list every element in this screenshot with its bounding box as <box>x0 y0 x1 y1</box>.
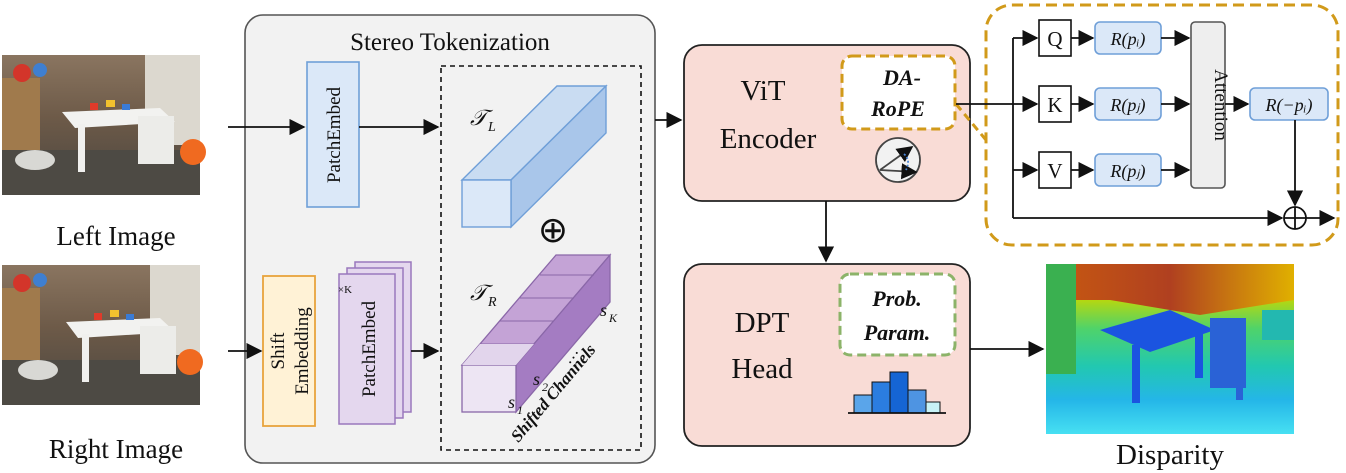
attention-label: Attention <box>1210 69 1231 141</box>
rope-output-box <box>1249 87 1329 121</box>
shift-sk-sub: K <box>608 311 618 325</box>
token-cuboid-left <box>460 84 608 229</box>
right-image-label: Right Image <box>49 434 183 464</box>
rope-query-label: R(pᵢ) <box>1110 29 1146 50</box>
patch-embed-left-label: PatchEmbed <box>324 86 345 183</box>
shift-s1-label: s <box>508 392 515 412</box>
vit-encoder-line2: Encoder <box>720 123 817 155</box>
residual-add-icon <box>1283 206 1307 230</box>
right-image <box>2 265 203 405</box>
histogram-icon <box>848 371 946 414</box>
token-dashed-box <box>440 65 642 451</box>
query-box <box>1038 19 1072 57</box>
prob-param-box <box>838 272 957 357</box>
stack-count-label: ×K <box>338 284 352 296</box>
shift-sk-label: s <box>600 300 607 320</box>
dpt-head-line1: DPT <box>735 307 790 339</box>
tau-r-sub: R <box>487 295 497 310</box>
prob-param-line1: Prob. <box>871 286 922 311</box>
value-box <box>1038 151 1072 189</box>
rope-output-label: R(−pᵢ) <box>1265 95 1313 116</box>
value-label: V <box>1047 159 1062 183</box>
stereo-tokenization-title: Stereo Tokenization <box>350 29 550 56</box>
tau-l-sub: L <box>487 120 496 135</box>
key-box <box>1038 85 1072 123</box>
query-label: Q <box>1047 27 1062 51</box>
shift-s2-label: s <box>533 369 540 389</box>
patch-embed-stack <box>338 261 412 425</box>
darope-line2: RoPE <box>870 96 925 121</box>
shift-embedding-line1: Shift <box>268 332 289 370</box>
oplus-symbol: ⊕ <box>538 210 568 250</box>
shift-embedding-line2: Embedding <box>292 307 313 395</box>
rope-value-label: R(pⱼ) <box>1109 161 1145 182</box>
left-image-label: Left Image <box>56 221 175 251</box>
rotation-icon <box>875 137 921 183</box>
rope-key-label: R(pⱼ) <box>1109 95 1145 116</box>
shift-embedding-box <box>262 275 316 427</box>
vit-encoder-line1: ViT <box>741 75 786 107</box>
darope-detail-box <box>984 3 1340 247</box>
dpt-head-line2: Head <box>731 353 793 385</box>
patch-embed-left <box>306 61 360 208</box>
left-image <box>2 55 206 195</box>
key-label: K <box>1047 93 1062 117</box>
prob-param-line2: Param. <box>863 320 931 345</box>
disparity-label: Disparity <box>1116 439 1224 471</box>
attention-box <box>1190 21 1226 189</box>
patch-embed-stack-label: PatchEmbed <box>359 300 380 397</box>
darope-zoom-connector <box>954 103 988 141</box>
disparity-map <box>1046 264 1294 434</box>
darope-box <box>840 54 957 131</box>
shift-s1-sub: 1 <box>517 403 523 417</box>
shift-s2-sub: 2 <box>542 380 548 394</box>
token-cuboid-right <box>460 253 612 414</box>
darope-line1: DA- <box>882 65 921 90</box>
